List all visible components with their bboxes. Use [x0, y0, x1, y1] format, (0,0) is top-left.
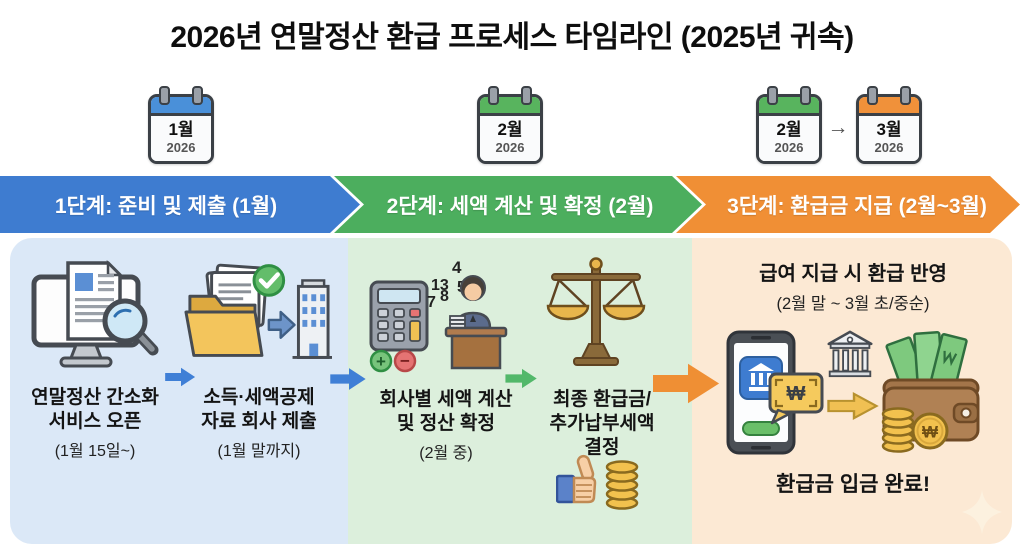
flow-arrow-step1-step2-icon	[165, 367, 196, 387]
calendar-month: 1월	[168, 120, 194, 139]
phase-label: 3단계: 환급금 지급 (2월~3월)	[727, 194, 987, 218]
calendar-ring-icon	[488, 86, 499, 105]
phase-label: 1단계: 준비 및 제출 (1월)	[54, 194, 278, 218]
phase-banner-2: 2단계: 세액 계산 및 확정 (2월)	[334, 176, 702, 233]
calendar-year: 2026	[495, 139, 525, 155]
minus-symbol: −	[400, 352, 410, 371]
calendar-ring-icon	[767, 86, 778, 105]
calendar-month: 2월	[497, 120, 523, 139]
phase-banner-3: 3단계: 환급금 지급 (2월~3월)	[676, 176, 1020, 233]
phone-banking-icon: ₩	[726, 330, 824, 455]
flow-arrow-stage2-stage3-icon	[653, 363, 720, 404]
won-symbol: ₩	[787, 383, 806, 405]
calculator-accountant-icon: + − 13 4 5 7 8	[368, 258, 508, 373]
calendar-year: 2026	[774, 139, 804, 155]
calendar-ring-icon	[159, 86, 170, 105]
won-symbol: ₩	[922, 423, 939, 442]
flow-arrow-stage1-stage2-icon	[330, 368, 366, 390]
calc-number: 8	[440, 288, 449, 305]
phase-label: 2단계: 세액 계산 및 확정 (2월)	[386, 194, 654, 218]
wallet-money-icon: ₩	[881, 331, 980, 453]
page-title: 2026년 연말정산 환급 프로세스 타임라인 (2025년 귀속)	[170, 21, 854, 54]
calendar-year: 2026	[166, 139, 196, 155]
calendar-january: 1월 2026	[148, 86, 214, 164]
step-label-final-refund-decision: 최종 환급금/ 추가납부세액 결정	[549, 389, 655, 458]
calc-number: 13	[431, 277, 449, 294]
folder-submit-building-icon	[184, 263, 332, 359]
calendar-month: 2월	[776, 120, 802, 139]
step-label-simplified-service: 연말정산 간소화 서비스 오픈 (1월 15일~)	[31, 387, 159, 460]
won-speech-bubble-icon	[768, 372, 824, 414]
sparkle-icon	[962, 490, 1002, 534]
calendar-ring-icon	[192, 86, 203, 105]
flow-arrow-deposit-icon	[827, 391, 879, 421]
calendar-ring-icon	[867, 86, 878, 105]
flow-arrow-step3-step4-icon	[505, 368, 537, 389]
calendar-ring-icon	[521, 86, 532, 105]
small-arrow-icon	[267, 310, 296, 339]
confirm-button-shape	[742, 421, 780, 436]
step-label-tax-calculation: 회사별 세액 계산 및 정산 확정 (2월 중)	[379, 389, 513, 462]
stage3-done-label: 환급금 입금 완료!	[776, 473, 930, 496]
calendar-ring-icon	[800, 86, 811, 105]
calendar-transition-arrow: →	[827, 116, 849, 139]
stage3-heading: 급여 지급 시 환급 반영 (2월 말 ~ 3월 초/중순)	[759, 263, 947, 314]
computer-search-icon	[31, 259, 159, 368]
step-label-submit-documents: 소득·세액공제 자료 회사 제출 (1월 말까지)	[201, 387, 317, 460]
calc-number: 7	[427, 294, 436, 311]
calc-number: 4	[452, 258, 462, 277]
calendar-year: 2026	[874, 139, 904, 155]
balance-scales-icon	[546, 257, 646, 366]
calendar-february-2: 2월 2026	[756, 86, 822, 164]
calendar-february: 2월 2026	[477, 86, 543, 164]
calendar-month: 3월	[876, 120, 902, 139]
phase-banner-1: 1단계: 준비 및 제출 (1월)	[0, 176, 360, 233]
calendar-ring-icon	[900, 86, 911, 105]
bank-building-icon	[827, 330, 873, 378]
calendar-march: 3월 2026	[856, 86, 922, 164]
plus-symbol: +	[376, 352, 386, 371]
thumbs-up-coins-icon	[556, 454, 639, 510]
